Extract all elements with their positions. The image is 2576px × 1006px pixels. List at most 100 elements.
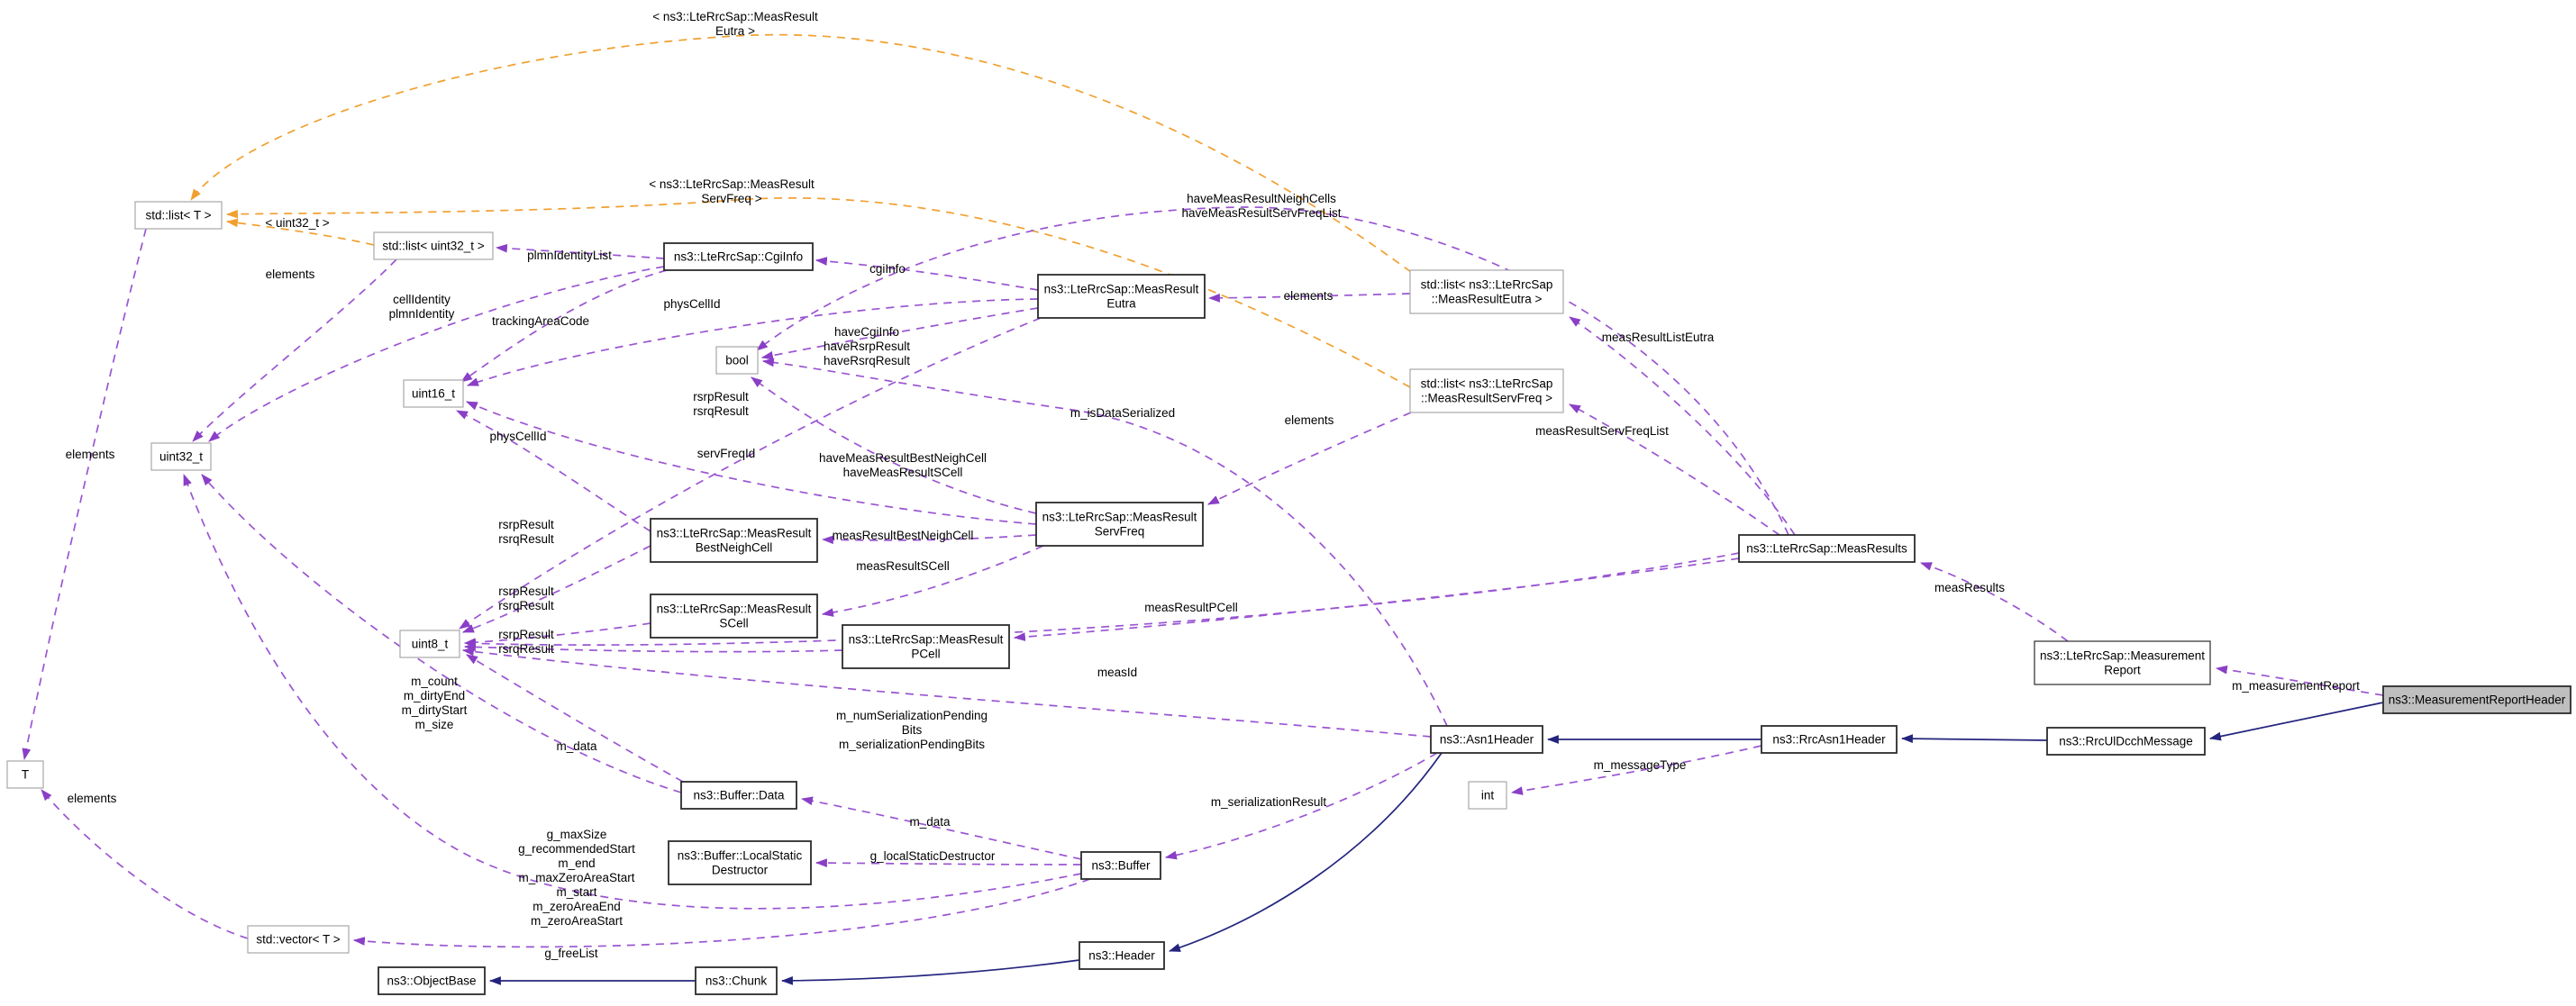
edge-rrculdcch-rrcasn1 xyxy=(1900,734,2048,744)
edge-mre-u16 xyxy=(466,298,1039,386)
edge-label-gfreelist: g_freeList xyxy=(544,947,598,960)
node-bufdata[interactable]: ns3::Buffer::Data xyxy=(680,781,797,810)
edge-label-elements-listu32: elements xyxy=(266,267,315,281)
edge-label-measresultscell: measResultSCell xyxy=(856,559,950,573)
edge-label-cgiinfo: cgiInfo xyxy=(869,262,906,276)
edge-tmpl-u32 xyxy=(225,218,375,246)
edge-mr-u8 xyxy=(463,552,1740,648)
edge-label-mmessagetype: m_messageType xyxy=(1594,758,1687,772)
edge-asn1-u8 xyxy=(461,647,1432,738)
edge-label-mdata-u8: m_data xyxy=(556,739,597,753)
node-objbase[interactable]: ns3::ObjectBase xyxy=(378,966,486,995)
edge-label-measresultbestneighcell: measResultBestNeighCell xyxy=(833,529,974,542)
node-rrcasn1[interactable]: ns3::RrcAsn1Header xyxy=(1761,725,1898,754)
node-asn1[interactable]: ns3::Asn1Header xyxy=(1430,725,1543,754)
edge-bufdata-u8 xyxy=(466,654,684,783)
edge-msf-u16 xyxy=(466,401,1037,525)
edge-label-servfreqid: servFreqId xyxy=(697,447,756,460)
edge-asn1-bool xyxy=(761,358,1448,727)
edge-label-mserializationresult: m_serializationResult xyxy=(1211,795,1327,809)
edge-mre-bool xyxy=(760,307,1039,360)
edge-tmpl-eutra xyxy=(190,33,1412,273)
edge-label-plmnidentitylist: plmnIdentityList xyxy=(527,249,612,262)
edge-label-measresultservfreqlist: measResultServFreqList xyxy=(1535,424,1669,438)
node-u8: uint8_t xyxy=(399,630,460,658)
edge-mr-pcell xyxy=(1013,557,1740,641)
edge-label-glocalstatic: g_localStaticDestructor xyxy=(870,849,996,863)
edge-vector-T xyxy=(41,789,249,939)
edge-cgi-u32 xyxy=(208,266,665,442)
node-measresults[interactable]: ns3::LteRrcSap::MeasResults xyxy=(1738,534,1916,563)
edge-mrheader-mreport xyxy=(2215,665,2384,696)
edge-header-chunk xyxy=(780,959,1080,985)
edge-scell-u8 xyxy=(463,622,651,648)
edge-label-physcellid-mre: physCellId xyxy=(663,297,720,311)
node-list_mre: std::list< ns3::LteRrcSap::MeasResultEut… xyxy=(1409,269,1564,314)
edge-mre-u8 xyxy=(459,317,1042,630)
edge-msf-bnc xyxy=(821,534,1037,545)
node-vector_T: std::vector< T > xyxy=(247,925,350,954)
edge-label-elements-vector: elements xyxy=(68,792,117,805)
edge-buffer-bufdata xyxy=(800,796,1082,860)
node-list_T: std::list< T > xyxy=(134,201,223,230)
edge-label-measid: measId xyxy=(1097,666,1137,679)
edge-cgi-u16 xyxy=(460,269,668,383)
edge-bnc-u8 xyxy=(461,545,651,633)
node-chunk[interactable]: ns3::Chunk xyxy=(695,966,778,995)
edge-pcell-u8 xyxy=(463,642,843,653)
edge-label-physcellid-bnc: physCellId xyxy=(489,430,546,443)
node-list_msf: std::list< ns3::LteRrcSap::MeasResultSer… xyxy=(1409,368,1564,413)
edge-rrcasn1-int xyxy=(1510,745,1762,795)
edge-mreport-mr xyxy=(1919,562,2069,642)
node-int: int xyxy=(1468,781,1507,810)
node-bool: bool xyxy=(715,346,759,375)
node-header[interactable]: ns3::Header xyxy=(1079,941,1165,970)
node-rrculdcch[interactable]: ns3::RrcUlDcchMessage xyxy=(2046,727,2206,756)
edge-label-elements-msf: elements xyxy=(1285,413,1334,427)
edge-label-elements-mre: elements xyxy=(1284,289,1334,303)
edge-label-measresultlisteutra: measResultListEutra xyxy=(1602,331,1715,344)
edge-buffer-locstat xyxy=(815,858,1082,867)
node-buffer[interactable]: ns3::Buffer xyxy=(1080,851,1161,880)
edge-mrheader-rrculdcch xyxy=(2208,702,2384,741)
edge-label-tmpl-u32: < uint32_t > xyxy=(265,216,329,230)
edge-label-isdataserialized: m_isDataSerialized xyxy=(1070,406,1175,420)
node-u32: uint32_t xyxy=(150,442,212,471)
edge-buffer-u32 xyxy=(183,473,1082,910)
node-u16: uint16_t xyxy=(403,379,464,408)
edge-msf-scell xyxy=(821,545,1044,617)
edge-listT-T xyxy=(22,228,147,761)
edge-mr-listmre xyxy=(1569,316,1796,536)
edge-asn1-header xyxy=(1168,752,1443,952)
edge-listmre-mre xyxy=(1207,293,1411,303)
edge-msf-bool xyxy=(751,376,1037,514)
edge-label-measresults: measResults xyxy=(1934,581,2005,594)
edge-listu32-u32 xyxy=(192,258,397,442)
edge-label-trackingareacode: trackingAreaCode xyxy=(492,314,589,328)
edge-mr-bool xyxy=(756,206,1789,536)
node-list_u32: std::list< uint32_t > xyxy=(373,231,494,260)
node-cgiinfo[interactable]: ns3::LteRrcSap::CgiInfo xyxy=(663,242,814,271)
